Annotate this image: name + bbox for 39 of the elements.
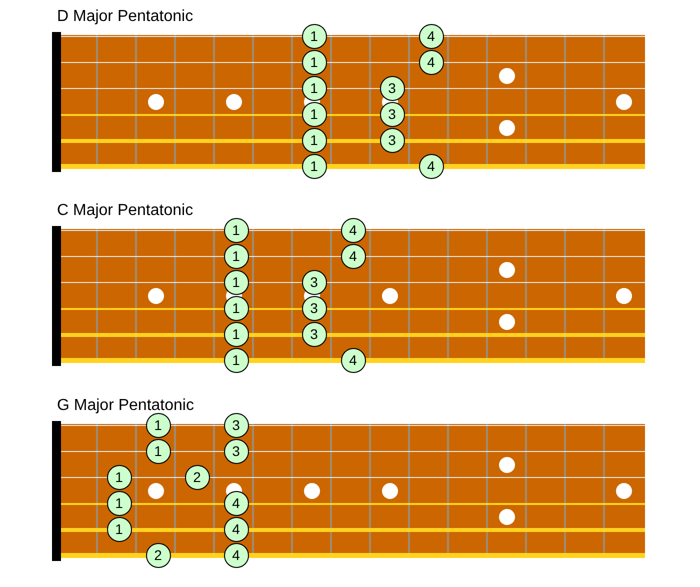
finger-marker: 2 <box>184 465 210 490</box>
finger-marker: 2 <box>146 543 170 568</box>
finger-marker: 4 <box>224 491 248 516</box>
finger-marker: 1 <box>224 348 248 373</box>
finger-marker: 1 <box>302 102 326 127</box>
finger-marker: 1 <box>224 322 248 347</box>
finger-marker: 4 <box>340 218 366 243</box>
finger-marker: 1 <box>224 296 248 321</box>
finger-marker: 1 <box>224 218 248 243</box>
finger-marker: 3 <box>380 76 404 101</box>
finger-marker: 3 <box>302 270 326 295</box>
finger-marker: 1 <box>302 154 326 179</box>
finger-marker: 1 <box>302 128 326 153</box>
finger-marker: 3 <box>380 102 404 127</box>
finger-marker: 4 <box>418 50 444 75</box>
finger-marker: 3 <box>302 296 326 321</box>
finger-marker: 1 <box>302 24 326 49</box>
finger-marker: 4 <box>224 517 248 542</box>
scale-heading: G Major Pentatonic <box>57 397 194 414</box>
finger-marker: 3 <box>302 322 326 347</box>
finger-marker: 4 <box>340 244 366 269</box>
finger-marker: 1 <box>224 270 248 295</box>
finger-marker: 1 <box>146 413 170 438</box>
finger-marker: 3 <box>224 413 248 438</box>
scale-heading: D Major Pentatonic <box>57 8 194 25</box>
finger-marker: 3 <box>224 439 248 464</box>
finger-marker: 1 <box>224 244 248 269</box>
finger-marker: 4 <box>418 154 444 179</box>
finger-marker: 1 <box>106 517 132 542</box>
finger-marker: 1 <box>302 50 326 75</box>
finger-marker: 3 <box>380 128 404 153</box>
finger-marker: 1 <box>106 491 132 516</box>
finger-marker: 1 <box>106 465 132 490</box>
finger-marker: 1 <box>302 76 326 101</box>
scale-heading: C Major Pentatonic <box>57 202 194 219</box>
finger-marker: 4 <box>340 348 366 373</box>
finger-marker: 4 <box>224 543 248 568</box>
finger-marker: 4 <box>418 24 444 49</box>
finger-marker: 1 <box>146 439 170 464</box>
